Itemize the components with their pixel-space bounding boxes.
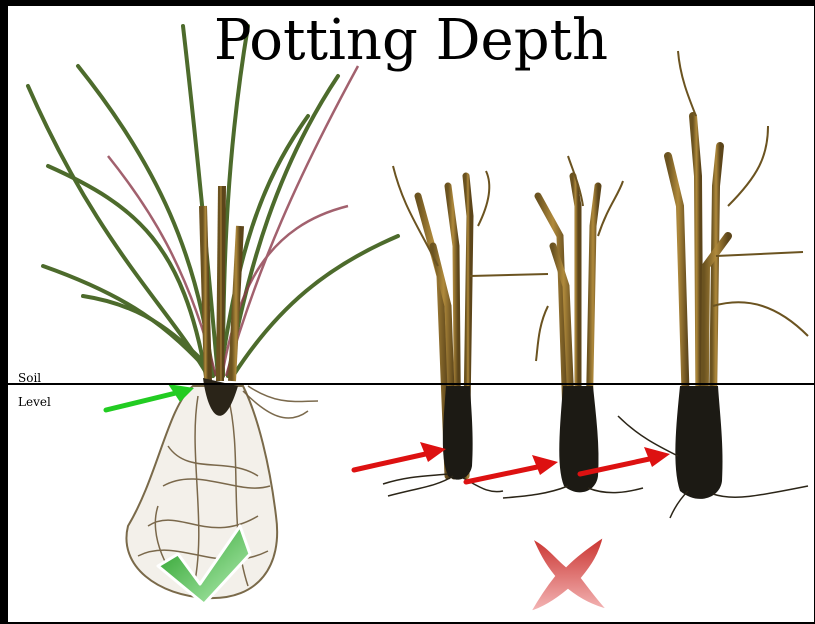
- plant-illustration: [8, 6, 814, 622]
- soil-label-line1: Soil: [18, 366, 51, 390]
- too-deep-arrow-1: [354, 442, 446, 470]
- illustration-panel: Potting Depth: [8, 6, 814, 622]
- soil-label-line2: Level: [18, 390, 51, 414]
- soil-level-line: [8, 383, 814, 385]
- page-title: Potting Depth: [8, 8, 814, 73]
- deep-plant-1: [383, 166, 548, 496]
- x-mark-icon: [530, 536, 608, 612]
- too-deep-arrow-2: [466, 455, 558, 482]
- root-ball: [126, 386, 277, 598]
- deep-plant-2: [503, 156, 643, 498]
- soil-level-label: Soil Level: [18, 366, 51, 414]
- healthy-plant: [28, 26, 398, 598]
